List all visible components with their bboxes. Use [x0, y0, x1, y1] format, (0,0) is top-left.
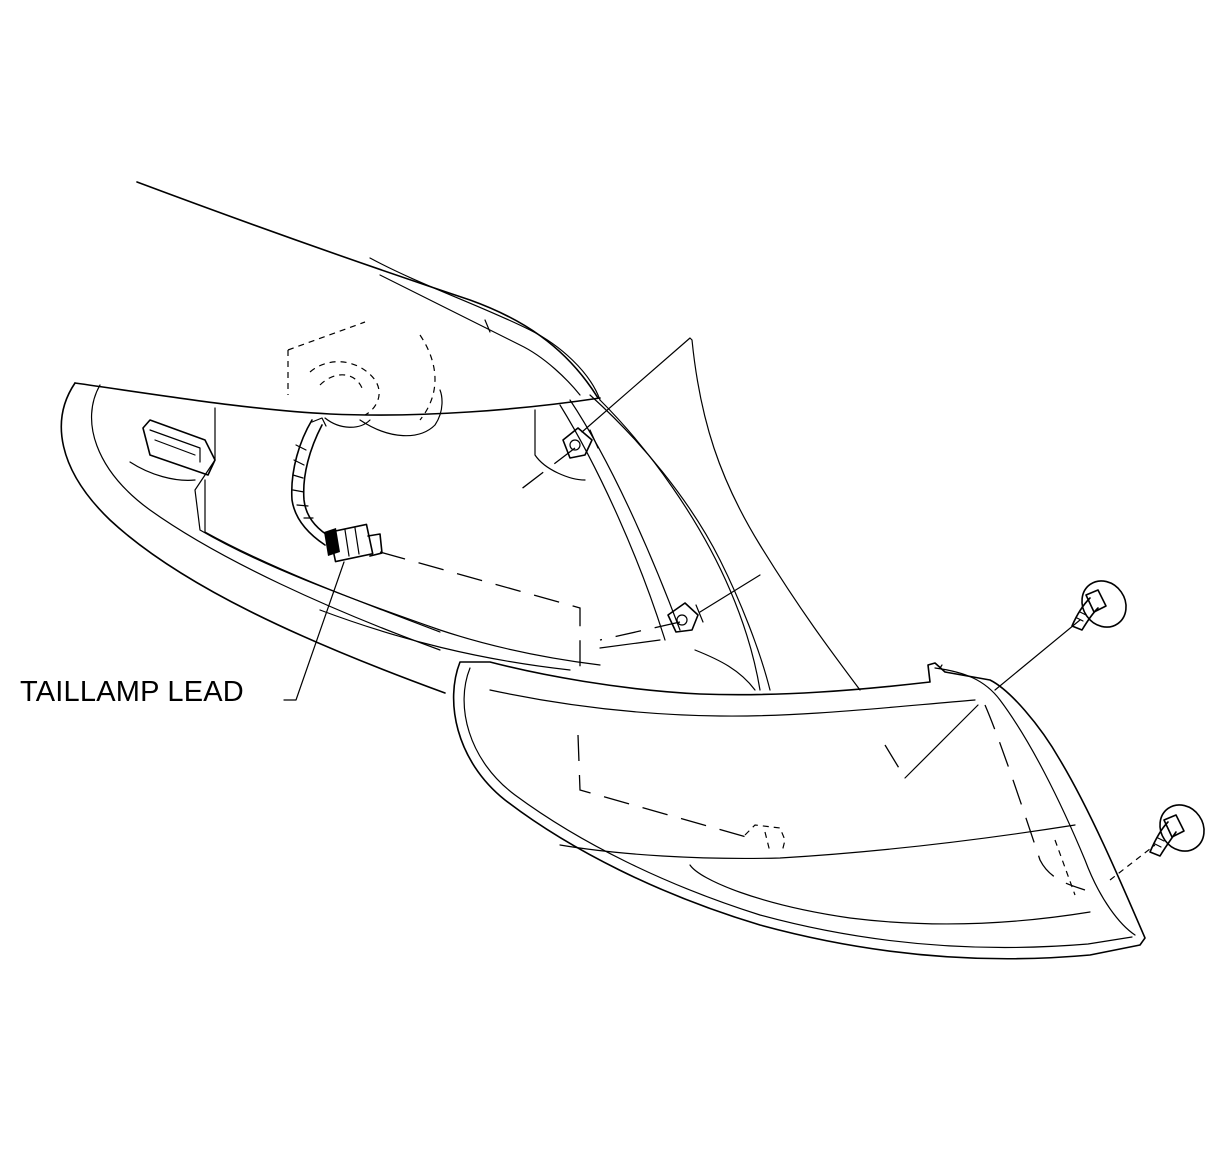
retainer-clip-upper: [562, 427, 599, 459]
retainer-clip-lower: [667, 602, 704, 633]
screw-lower: [1149, 804, 1205, 857]
screw-upper: [1071, 580, 1127, 631]
callout-leader-taillamp-lead: [283, 561, 345, 701]
taillamp-assembly: [452, 661, 1146, 960]
taillamp-lead-harness: [290, 417, 383, 563]
quarter-panel: [74, 181, 601, 416]
alignment-lines: [379, 337, 1156, 881]
callout-label-taillamp-lead: TAILLAMP LEAD: [20, 676, 244, 708]
body-opening: [60, 321, 771, 694]
